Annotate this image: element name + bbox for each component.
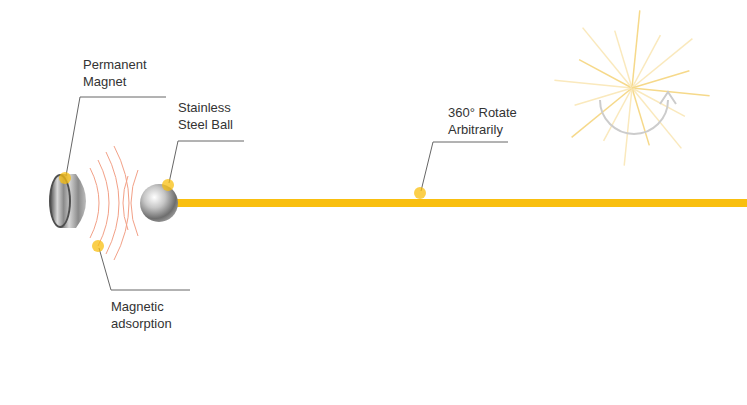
part-label: Permanent Magnet (83, 56, 168, 90)
callout-dots (59, 172, 426, 252)
burst-ray (615, 31, 632, 88)
burst-ray (583, 28, 632, 88)
rotation-arc (600, 100, 668, 134)
rotation-arrowhead (660, 92, 676, 104)
part-label: Magnetic adsorption (111, 298, 196, 332)
burst-ray (575, 88, 632, 105)
leader-lines (66, 97, 508, 290)
rotation-burst (554, 10, 709, 165)
burst-ray (632, 39, 692, 88)
burst-ray (632, 71, 689, 88)
burst-ray (632, 88, 681, 148)
steel-ball (140, 184, 178, 222)
rotating-rod (172, 199, 747, 207)
part-label: 360° Rotate Arbitrarily (448, 104, 533, 138)
part-label: Stainless Steel Ball (178, 99, 250, 133)
magnetic-field-arcs (90, 146, 138, 260)
burst-ray (632, 88, 649, 145)
